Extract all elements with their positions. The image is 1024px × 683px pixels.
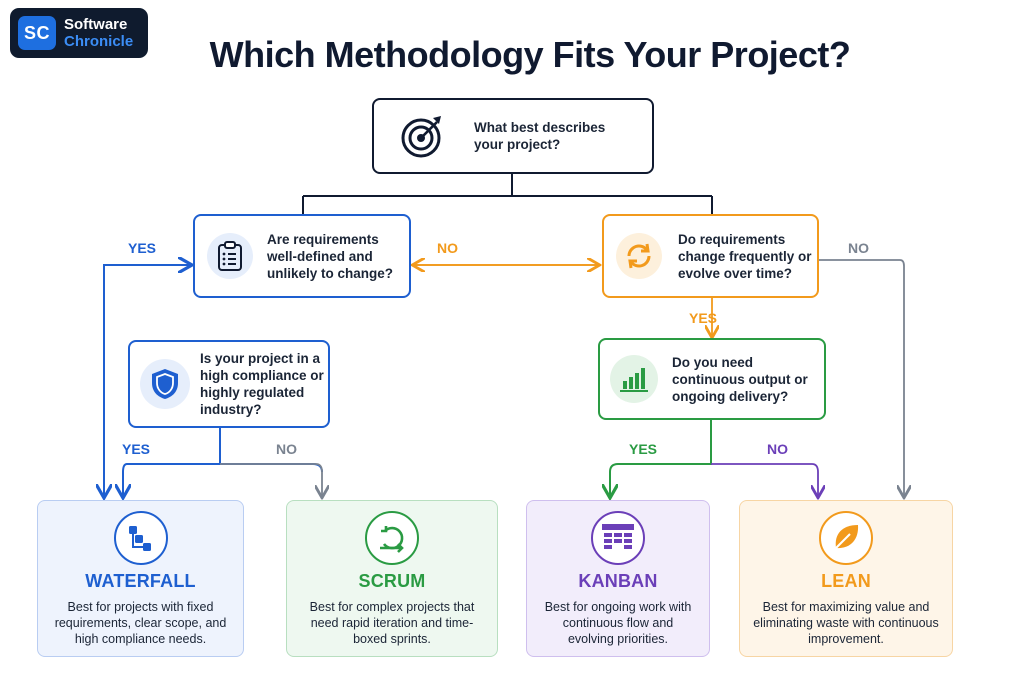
change-question-text: Do requirements change frequently or evo… [678, 231, 812, 281]
page-title: Which Methodology Fits Your Project? [209, 34, 851, 75]
brand-logo[interactable]: SC Software Chronicle [10, 8, 148, 58]
compliance-question-text: Is your project in a high compliance or … [200, 351, 324, 417]
scrum-card: SCRUM Best for complex projects that nee… [286, 500, 498, 657]
continuous-connector [610, 420, 712, 496]
brand-name-line2: Chronicle [64, 33, 134, 50]
waterfall-card: WATERFALL Best for projects with fixed r… [37, 500, 244, 657]
continuous-question-box: Do you need continuous output or ongoing… [598, 338, 826, 420]
clipboard-icon [207, 233, 253, 279]
brand-mark: SC [18, 16, 56, 50]
waterfall-description: Best for projects with fixed requirement… [54, 600, 227, 646]
waterfall-title: WATERFALL [85, 571, 196, 591]
kanban-board-icon [591, 511, 645, 565]
change-question-box: Do requirements change frequently or evo… [602, 214, 819, 298]
bar-chart-icon [610, 355, 658, 403]
waterfall-icon [113, 511, 168, 565]
no-right-label: NO [848, 240, 869, 256]
yes-compliance-label: YES [122, 441, 151, 457]
yes-continuous-label: YES [629, 441, 658, 457]
target-icon [396, 111, 446, 161]
no-right-connector [819, 259, 904, 496]
root-connector [302, 174, 713, 214]
yes-change-label: YES [689, 310, 718, 326]
brand-name-line1: Software [64, 16, 128, 33]
kanban-title: KANBAN [578, 571, 658, 591]
refresh-icon [616, 233, 662, 279]
no-compliance-label: NO [276, 441, 297, 457]
requirements-question-box: Are requirements well-defined and unlike… [193, 214, 411, 298]
cycle-icon [365, 511, 419, 565]
shield-icon [140, 359, 190, 409]
yes-left-label: YES [128, 240, 157, 256]
kanban-description: Best for ongoing work with continuous fl… [544, 600, 692, 646]
requirements-question-text: Are requirements well-defined and unlike… [267, 231, 394, 281]
lean-title: LEAN [821, 571, 871, 591]
lean-card: LEAN Best for maximizing value and elimi… [739, 500, 953, 657]
lean-description: Best for maximizing value and eliminatin… [753, 600, 939, 646]
no-middle-label: NO [437, 240, 458, 256]
leaf-icon [819, 511, 873, 565]
no-continuous-label: NO [767, 441, 788, 457]
compliance-question-box: Is your project in a high compliance or … [128, 340, 330, 428]
start-question-box: What best describes your project? [372, 98, 654, 174]
continuous-question-text: Do you need continuous output or ongoing… [672, 354, 808, 404]
kanban-card: KANBAN Best for ongoing work with contin… [526, 500, 710, 657]
scrum-title: SCRUM [358, 571, 426, 591]
start-question-text: What best describes your project? [474, 120, 606, 152]
scrum-description: Best for complex projects that need rapi… [309, 600, 475, 646]
